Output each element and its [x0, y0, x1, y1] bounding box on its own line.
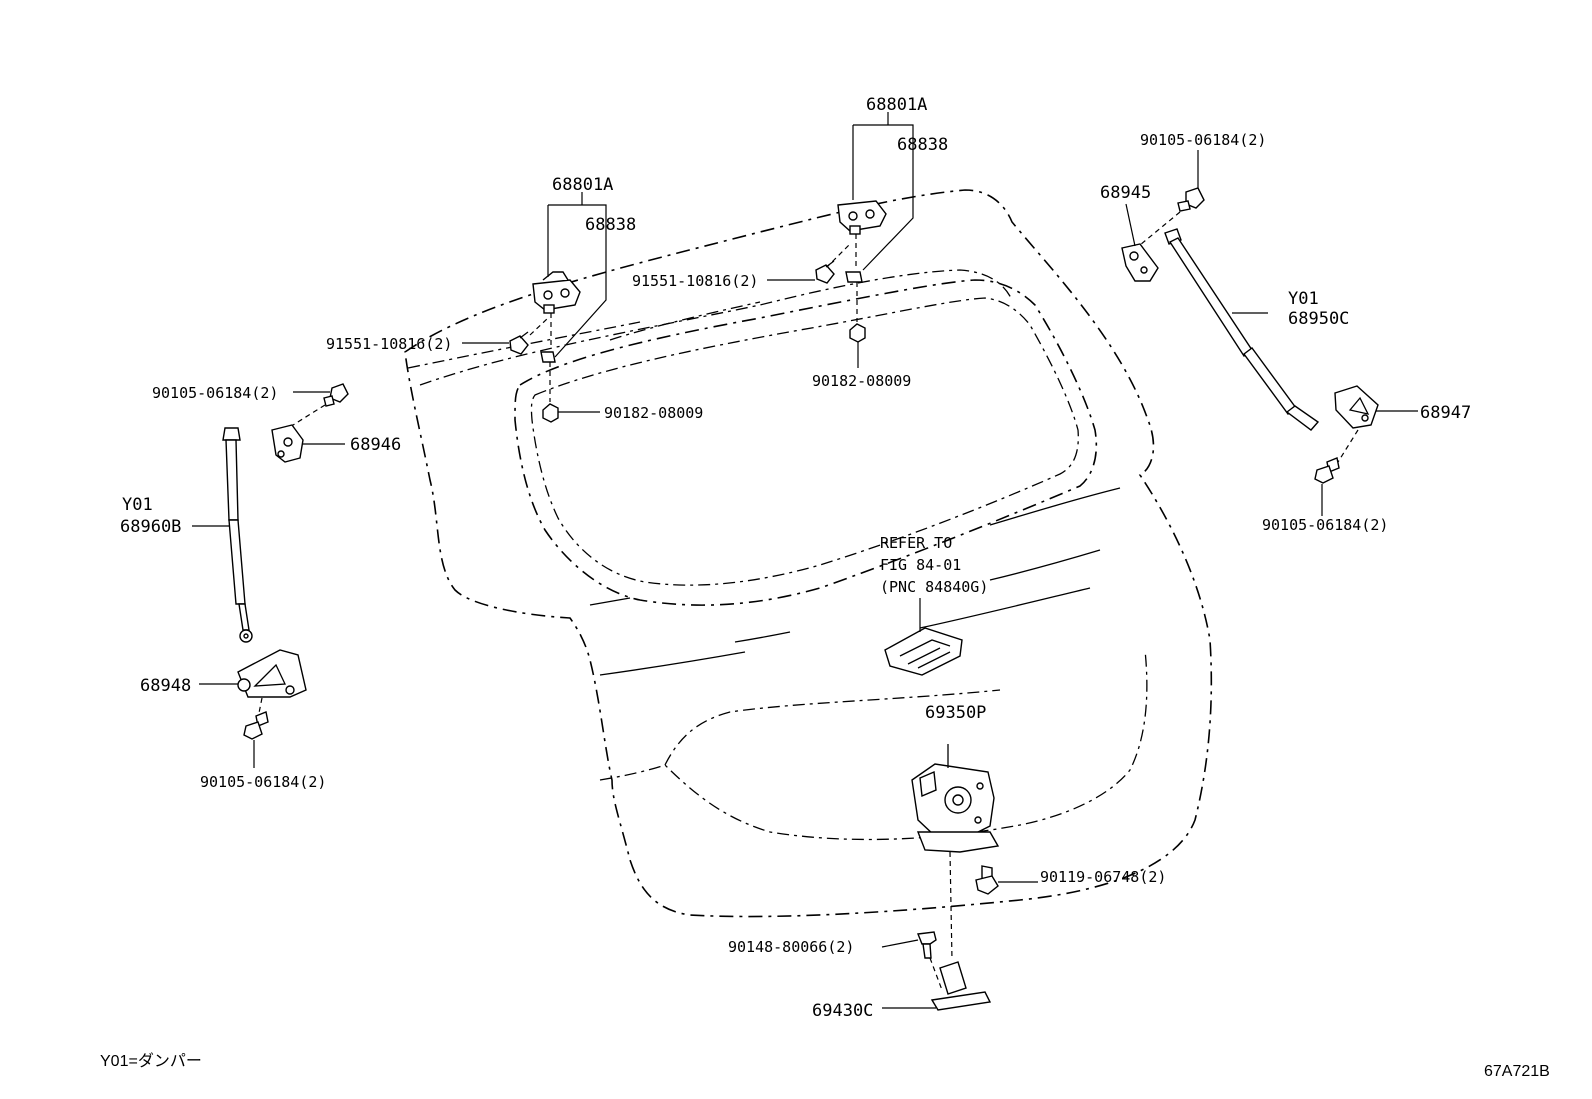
label-stud-top-left: 90105-06184(2)	[152, 384, 278, 402]
bracket-upper-left	[271, 424, 304, 463]
dash-stud-bottom-left	[257, 697, 263, 719]
back-door-outline	[404, 189, 1213, 918]
nut-right	[849, 282, 866, 343]
label-striker: 69430C	[812, 1001, 873, 1021]
lock-assembly	[911, 744, 1000, 853]
label-refer-line2: FIG 84-01	[880, 556, 961, 574]
label-refer-line3: (PNC 84840G)	[880, 578, 988, 596]
lock-bolt	[975, 865, 999, 895]
damper-left	[222, 427, 253, 643]
leader-screw	[881, 939, 919, 948]
label-hinge-right-sub: 68838	[897, 135, 948, 155]
footer-legend: Y01=ダンパー	[100, 1052, 202, 1070]
label-bolt-hinge-left: 91551-10816(2)	[326, 335, 452, 353]
label-hinge-right: 68801A	[866, 95, 927, 115]
striker	[930, 961, 992, 1011]
damper-right	[1164, 228, 1320, 431]
label-stud-top-right: 90105-06184(2)	[1140, 131, 1266, 149]
label-damper-left: 68960B	[120, 517, 181, 537]
label-bracket-upper-right: 68945	[1100, 183, 1151, 203]
bracket-lower-right	[1334, 385, 1379, 429]
bracket-lower-left	[237, 649, 307, 698]
label-bracket-lower-right: 68947	[1420, 403, 1471, 423]
bolt-hinge-right	[815, 260, 835, 284]
label-screw: 90148-80066(2)	[728, 938, 854, 956]
stud-bottom-left	[243, 711, 269, 740]
label-lock: 69350P	[925, 703, 986, 723]
dash-screw	[929, 957, 943, 991]
bracket-upper-right	[1121, 243, 1159, 282]
label-bracket-upper-left: 68946	[350, 435, 401, 455]
label-refer-line1: REFER TO	[880, 534, 952, 552]
label-stud-bottom-right: 90105-06184(2)	[1262, 516, 1388, 534]
hinge-right-leaders	[825, 112, 914, 271]
label-lock-bolt: 90119-06748(2)	[1040, 868, 1166, 886]
label-hinge-left: 68801A	[552, 175, 613, 195]
label-bolt-hinge-right: 91551-10816(2)	[632, 272, 758, 290]
label-damper-left-code: Y01	[122, 495, 153, 515]
shim-left	[540, 351, 556, 363]
label-nut-right: 90182-08009	[812, 372, 911, 390]
leader-bracket-upper-right	[1125, 203, 1136, 247]
screw	[917, 931, 937, 959]
dash-stud-bottom-right	[1337, 429, 1359, 463]
label-damper-right-code: Y01	[1288, 289, 1319, 309]
hinge-left	[532, 271, 581, 314]
hinge-left-leaders	[529, 192, 607, 358]
bolt-hinge-left	[509, 331, 529, 355]
shim-right	[845, 271, 863, 283]
label-damper-right: 68950C	[1288, 309, 1349, 329]
label-stud-bottom-left: 90105-06184(2)	[200, 773, 326, 791]
label-hinge-left-sub: 68838	[585, 215, 636, 235]
label-bracket-lower-left: 68948	[140, 676, 191, 696]
nut-left	[542, 362, 559, 423]
stud-top-left	[323, 383, 349, 407]
footer-figure-code: 67A721B	[1484, 1063, 1550, 1080]
stud-top-right	[1177, 187, 1205, 212]
hinge-right	[837, 200, 887, 235]
dash-lock-striker	[949, 851, 953, 961]
switch-assembly	[884, 627, 963, 676]
stud-bottom-right	[1314, 457, 1340, 484]
label-nut-left: 90182-08009	[604, 404, 703, 422]
